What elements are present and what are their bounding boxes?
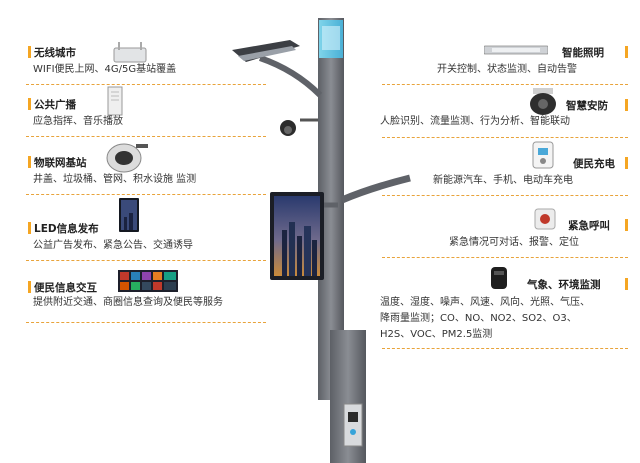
smart-security-desc: 人脸识别、流量监测、行为分析、智能联动	[380, 116, 570, 127]
dashed-line	[382, 84, 628, 86]
accent-bar	[625, 219, 628, 231]
dashed-line	[26, 260, 266, 262]
led-screen-icon	[118, 197, 140, 237]
emergency-call-desc: 紧急情况可对话、报警、定位	[449, 237, 579, 248]
pole-led-screen	[270, 192, 324, 280]
weather-monitor-desc-1: 温度、湿度、噪声、风速、风向、光照、气压、	[380, 297, 590, 308]
smart-lighting-title: 智能照明	[562, 47, 604, 59]
smart-lighting-desc: 开关控制、状态监测、自动告警	[437, 64, 577, 75]
public-broadcast-title: 公共广播	[34, 99, 76, 111]
dashed-line	[382, 137, 628, 139]
led-info-desc: 公益广告发布、紧急公告、交通诱导	[33, 240, 193, 251]
dashed-line	[26, 322, 266, 324]
accent-bar	[625, 278, 628, 290]
dashed-line	[382, 257, 628, 259]
wireless-city-desc: WIFI便民上网、4G/5G基站覆盖	[33, 64, 177, 75]
dome-camera-icon	[527, 86, 559, 120]
dashed-line	[382, 195, 628, 197]
weather-monitor-desc-3: H2S、VOC、PM2.5监测	[380, 329, 493, 340]
pole-charging-unit	[343, 403, 363, 447]
wireless-city-title: 无线城市	[34, 47, 76, 59]
dashed-line	[26, 84, 266, 86]
ev-charging-title: 便民充电	[573, 158, 615, 170]
speaker-icon	[106, 86, 124, 120]
iot-base-station-icon	[104, 138, 152, 180]
accent-bar	[625, 99, 628, 111]
dashed-line	[26, 136, 266, 138]
accent-bar	[625, 157, 628, 169]
weather-monitor-title: 气象、环境监测	[527, 279, 601, 291]
accent-bar	[28, 281, 31, 293]
lamp-driver-icon	[483, 42, 549, 61]
charger-icon	[530, 140, 556, 174]
accent-bar	[28, 46, 31, 58]
smart-security-title: 智慧安防	[566, 100, 608, 112]
accent-bar	[28, 156, 31, 168]
dashed-line	[26, 194, 266, 196]
iot-base-title: 物联网基站	[34, 157, 87, 169]
pole-camera	[280, 118, 318, 136]
emergency-call-title: 紧急呼叫	[568, 220, 610, 232]
router-icon	[112, 40, 148, 70]
iot-base-desc: 井盖、垃圾桶、管网、积水设施 监测	[33, 174, 197, 185]
weather-sensor-icon	[488, 265, 510, 295]
led-info-title: LED信息发布	[34, 223, 99, 235]
weather-monitor-desc-2: 降雨量监测；CO、NO、NO2、SO2、O3、	[380, 313, 577, 324]
info-interaction-title: 便民信息交互	[34, 282, 97, 294]
lamp-arm	[232, 40, 323, 98]
accent-bar	[28, 222, 31, 234]
accent-bar	[625, 46, 628, 58]
accent-bar	[28, 98, 31, 110]
info-display-icon	[118, 270, 178, 298]
public-broadcast-desc: 应急指挥、音乐播放	[33, 116, 123, 127]
pole-body	[318, 18, 366, 463]
dashed-line	[382, 348, 628, 350]
ev-charging-desc: 新能源汽车、手机、电动车充电	[433, 175, 573, 186]
emergency-call-icon	[534, 208, 556, 234]
info-interaction-desc: 提供附近交通、商圈信息查询及便民等服务	[33, 297, 223, 308]
